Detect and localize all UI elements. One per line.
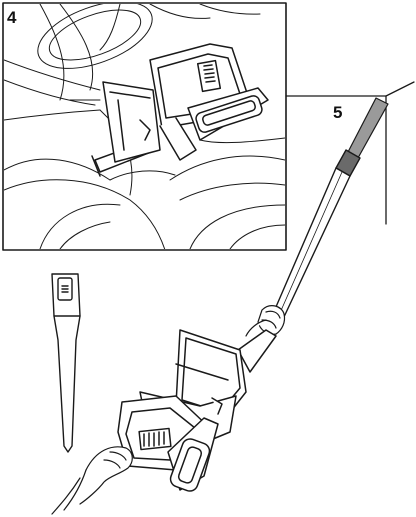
step-5-panel <box>51 81 415 515</box>
step-4-frame <box>2 2 287 251</box>
step-4-number: 4 <box>7 8 17 27</box>
crevice-tool-illustration <box>51 273 81 453</box>
upper-hand-illustration <box>245 305 286 337</box>
handheld-vacuum-step4 <box>91 43 269 177</box>
step-5-number: 5 <box>333 103 343 122</box>
lower-hand-illustration <box>51 446 133 515</box>
extension-tube <box>265 97 389 335</box>
step-4-panel <box>2 2 287 251</box>
car-interior-illustration <box>4 4 285 249</box>
step-5-frame-corner <box>385 81 415 97</box>
stick-vacuum-body <box>117 329 277 492</box>
